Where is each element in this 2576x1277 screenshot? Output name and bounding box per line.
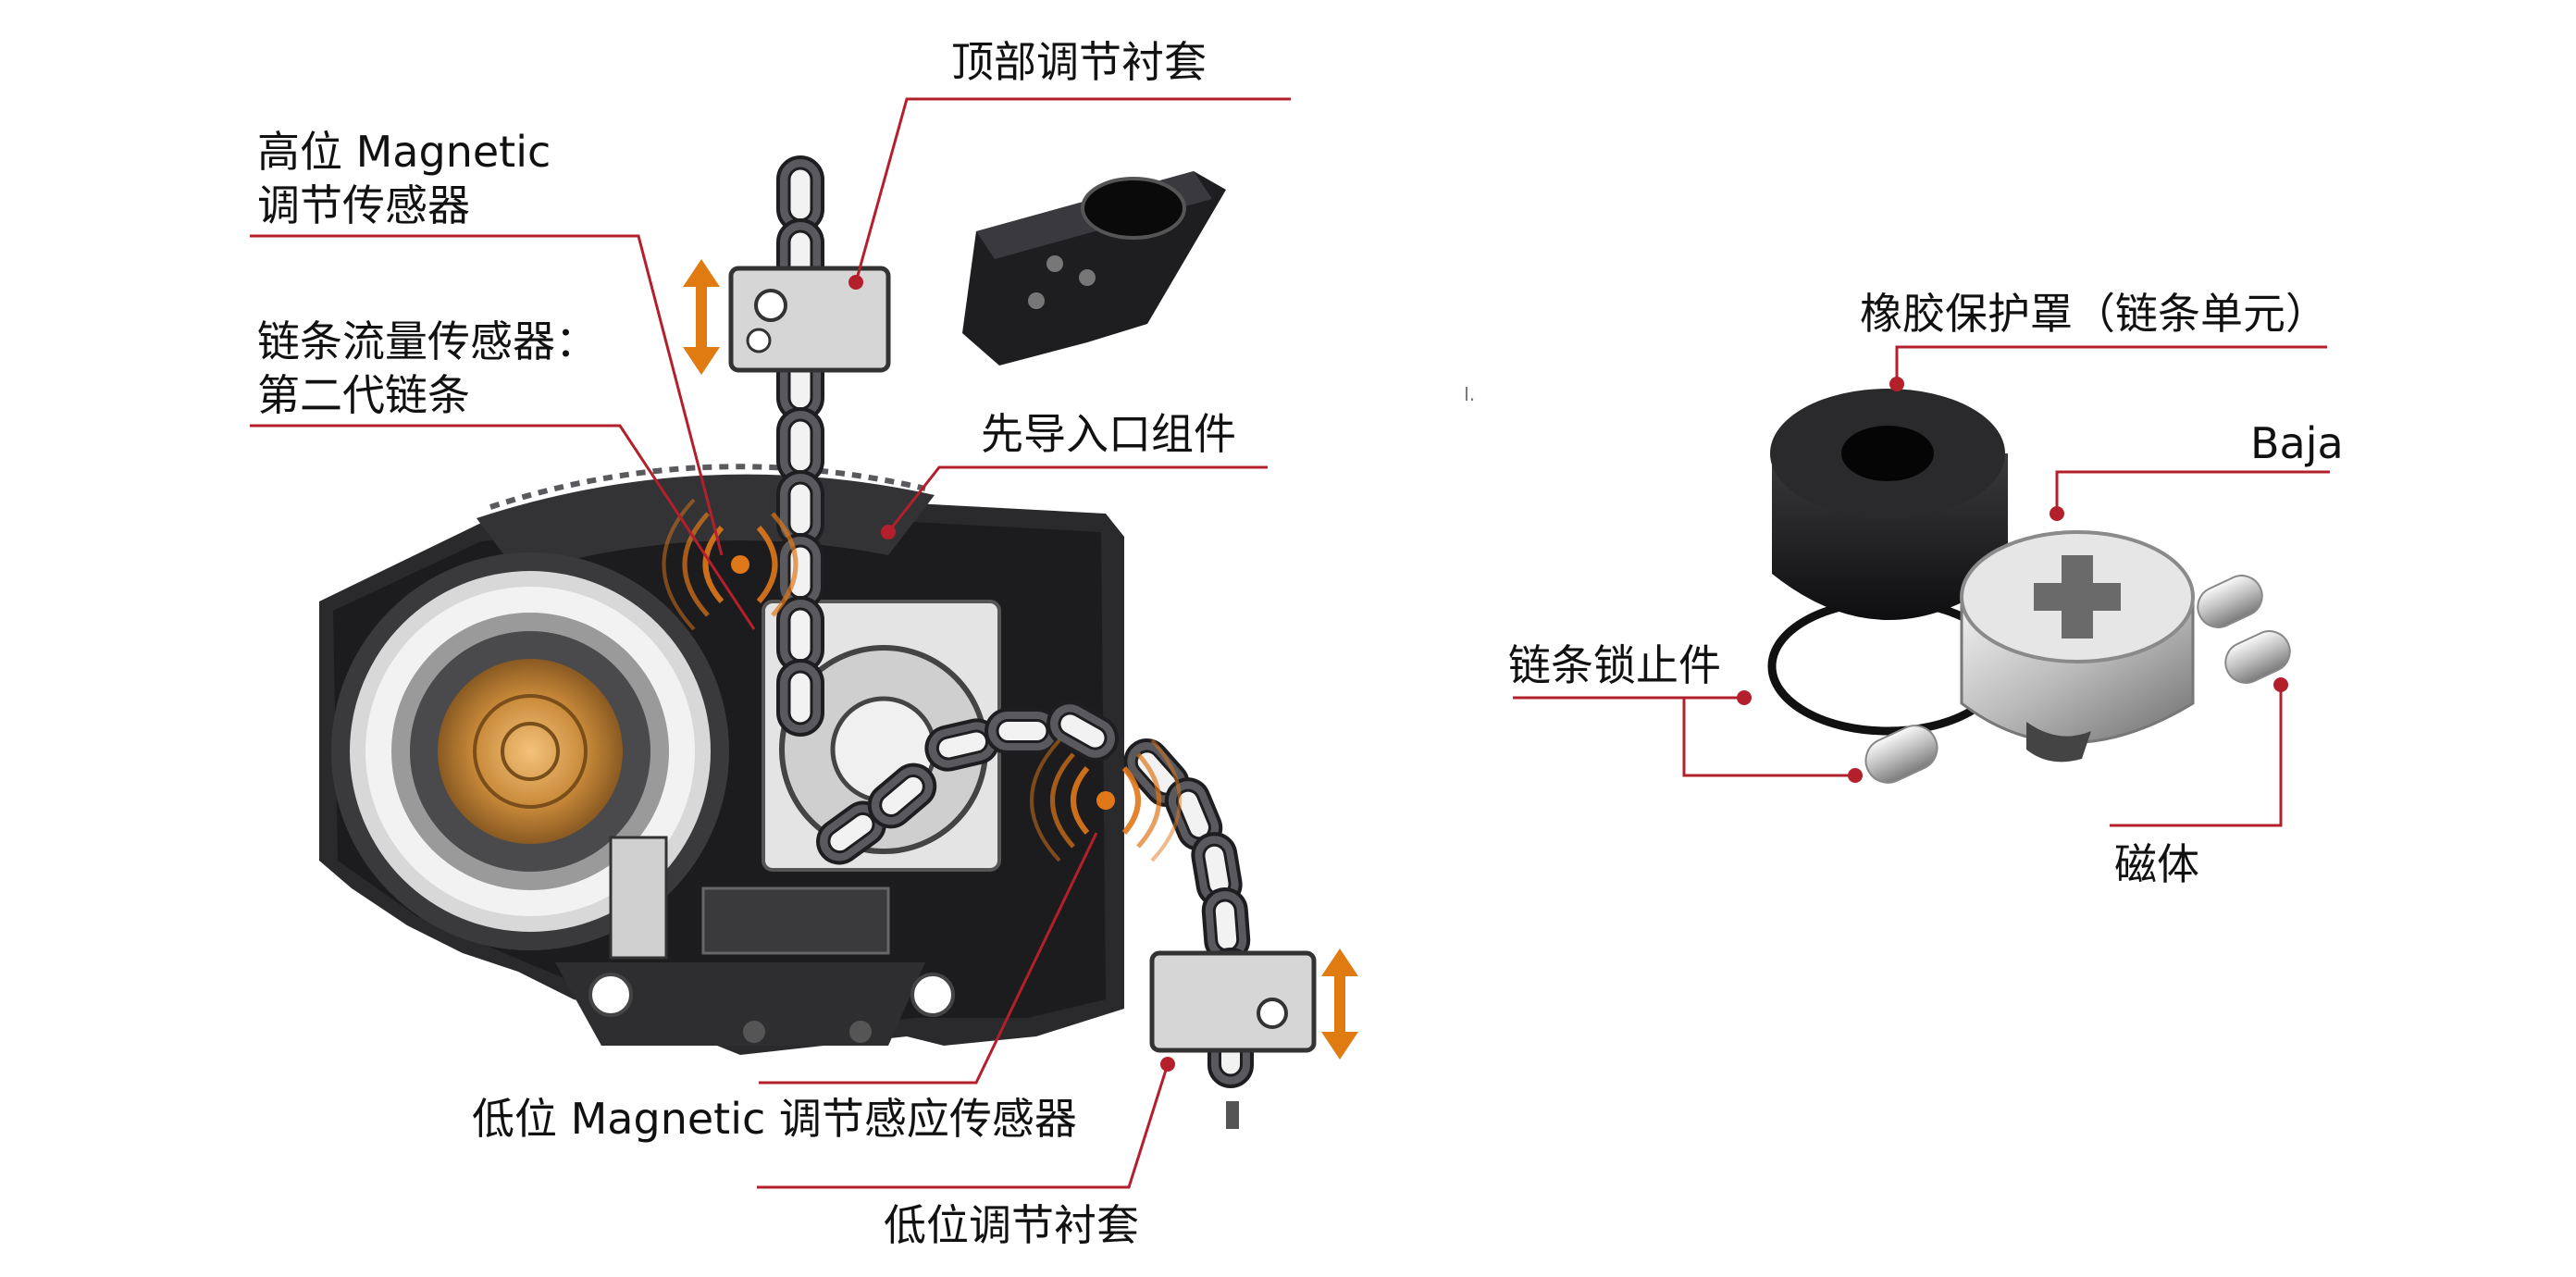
label-rubber-cover: 橡胶保护罩（链条单元）	[1860, 289, 2328, 339]
label-baja: Baja	[2250, 418, 2344, 468]
label-chain-flow-sensor-line1: 链条流量传感器：	[257, 316, 598, 366]
label-magnet: 磁体	[2114, 839, 2199, 889]
magnet-pins-image	[1864, 575, 2291, 784]
label-low-magnetic-sensor: 低位 Magnetic 调节感应传感器	[472, 1094, 1077, 1144]
leader-lines	[250, 97, 2330, 1189]
label-high-magnetic-sensor-line2: 调节传感器	[257, 180, 470, 230]
label-high-magnetic-sensor-line1: 高位 Magnetic	[257, 127, 551, 177]
vertical-chain	[776, 155, 824, 737]
baja-part-image	[1960, 530, 2195, 762]
stray-mark: I.	[1464, 383, 1476, 405]
diagonal-chain	[816, 700, 1254, 1088]
chain-link	[776, 659, 824, 737]
label-chain-flow-sensor-line2: 第二代链条	[257, 370, 470, 420]
chain-link	[816, 800, 886, 865]
chain-link	[1046, 700, 1119, 762]
high-sensor-waves	[662, 498, 799, 631]
label-low-adjusting-bushing: 低位调节衬套	[884, 1200, 1139, 1250]
upper-adjust-arrow	[683, 259, 720, 375]
label-chain-lock: 链条锁止件	[1508, 640, 1721, 690]
top-bushing-detail-image	[962, 171, 1226, 366]
chain-link	[776, 596, 824, 674]
leader-dots	[881, 377, 2288, 1072]
low-sensor-waves	[1030, 738, 1182, 862]
label-pilot-inlet-assembly: 先导入口组件	[981, 409, 1236, 459]
chain-link	[867, 762, 937, 829]
rubber-cover-image	[1767, 389, 2008, 736]
top-adjusting-bushing-block	[728, 266, 891, 373]
lower-adjust-arrow	[1321, 948, 1358, 1060]
low-adjusting-bushing-block	[1149, 950, 1317, 1129]
label-top-adjusting-bushing: 顶部调节衬套	[951, 37, 1207, 87]
chain-link	[985, 708, 1060, 754]
